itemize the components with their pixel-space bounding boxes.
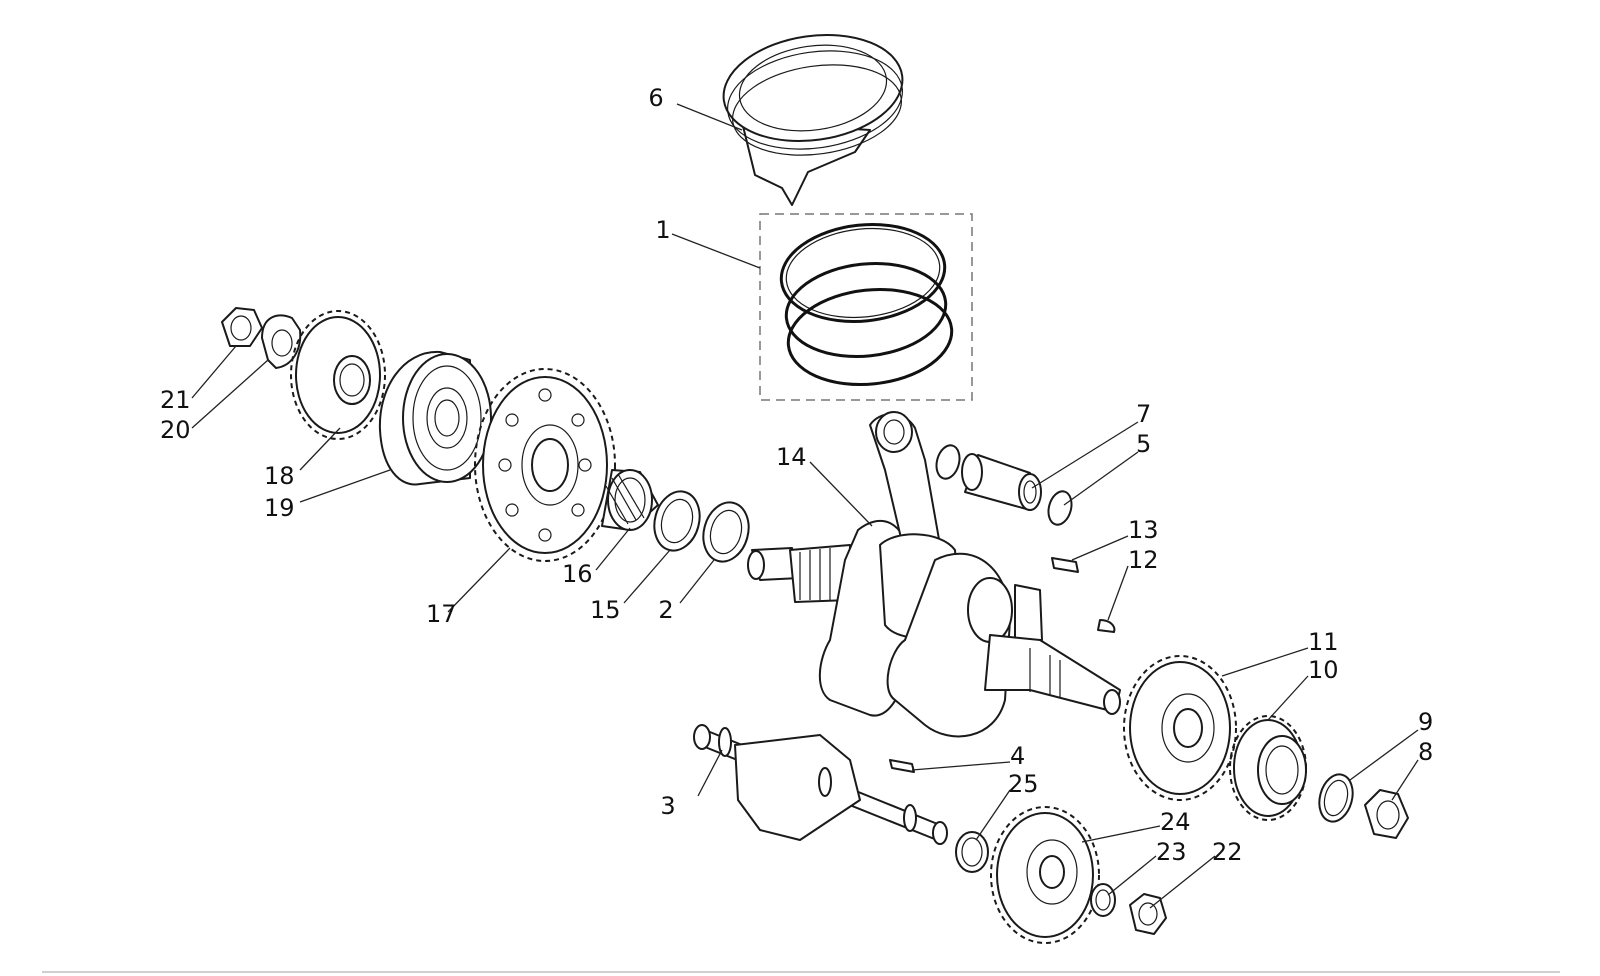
gear-11 bbox=[1123, 655, 1237, 801]
gudgeon-pin-7 bbox=[961, 453, 1042, 511]
callout-22: 22 bbox=[1212, 838, 1243, 866]
callout-18: 18 bbox=[264, 462, 295, 490]
washer-15 bbox=[653, 490, 701, 552]
piston bbox=[722, 34, 904, 206]
callout-labels: 6 1 7 5 14 13 12 11 10 9 8 4 25 3 24 23 … bbox=[160, 84, 1433, 866]
callout-12: 12 bbox=[1128, 546, 1159, 574]
circlip-5 bbox=[1047, 490, 1073, 526]
callout-17: 17 bbox=[426, 600, 457, 628]
leader-lines bbox=[191, 103, 1419, 909]
callout-8: 8 bbox=[1418, 738, 1433, 766]
needle-bearing-16 bbox=[601, 469, 659, 531]
callout-21: 21 bbox=[160, 386, 191, 414]
callout-1: 1 bbox=[655, 216, 670, 244]
crankshaft-assembly bbox=[747, 411, 1121, 738]
nut-21 bbox=[221, 307, 263, 347]
gear-17 bbox=[474, 368, 616, 562]
woodruff-key-12 bbox=[1097, 619, 1116, 633]
callout-25: 25 bbox=[1008, 770, 1039, 798]
callout-9: 9 bbox=[1418, 708, 1433, 736]
callout-6: 6 bbox=[648, 84, 663, 112]
callout-14: 14 bbox=[776, 443, 807, 471]
callout-3: 3 bbox=[660, 792, 675, 820]
circlip-left bbox=[935, 444, 961, 480]
washer-2 bbox=[702, 501, 750, 563]
callout-24: 24 bbox=[1160, 808, 1191, 836]
callout-16: 16 bbox=[562, 560, 593, 588]
lock-washer-20 bbox=[261, 314, 302, 369]
bushing-25 bbox=[955, 831, 989, 873]
nut-22 bbox=[1129, 893, 1167, 935]
callout-19: 19 bbox=[264, 494, 295, 522]
washer-23 bbox=[1090, 883, 1116, 917]
nut-8 bbox=[1364, 789, 1409, 839]
key-4 bbox=[889, 759, 915, 773]
washer-9 bbox=[1318, 773, 1354, 823]
hub-10 bbox=[1229, 715, 1307, 821]
callout-4: 4 bbox=[1010, 742, 1025, 770]
callout-10: 10 bbox=[1308, 656, 1339, 684]
gear-18 bbox=[290, 310, 386, 440]
callout-23: 23 bbox=[1156, 838, 1187, 866]
balance-shaft-3 bbox=[693, 724, 948, 845]
callout-11: 11 bbox=[1308, 628, 1339, 656]
callout-5: 5 bbox=[1136, 430, 1151, 458]
callout-2: 2 bbox=[658, 596, 673, 624]
piston-ring-set bbox=[759, 213, 973, 401]
gear-24 bbox=[990, 806, 1100, 944]
bearing-19 bbox=[378, 350, 492, 486]
callout-20: 20 bbox=[160, 416, 191, 444]
callout-7: 7 bbox=[1136, 400, 1151, 428]
callout-13: 13 bbox=[1128, 516, 1159, 544]
key-13 bbox=[1051, 557, 1079, 573]
callout-15: 15 bbox=[590, 596, 621, 624]
